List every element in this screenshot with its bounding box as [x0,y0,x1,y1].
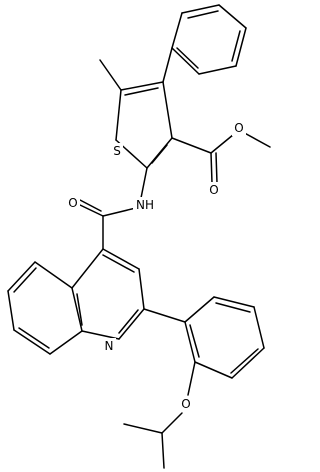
bond [102,254,135,273]
bond [118,308,145,340]
bond [231,347,265,379]
bond [161,412,183,434]
bond [79,199,102,212]
bond [253,306,265,349]
bond [198,65,237,75]
bond [76,293,83,326]
molecule-canvas: S NH O O O N O [7,4,271,469]
amide-nh-label: NH [136,198,154,212]
atom-labels: S NH O O O N O [66,120,246,412]
amide-nh-atom: NH [133,197,157,213]
bond [124,87,159,96]
bond [171,137,212,154]
bonds [7,4,271,469]
bond [115,89,122,141]
bond [231,30,241,62]
bond [215,152,218,184]
bond [215,302,251,313]
ester-methoxy-oxygen-label: O [234,121,243,135]
bond [143,308,186,323]
quinoline-nitrogen-label: N [105,339,114,353]
bond [184,321,196,363]
bond [138,268,145,310]
amide-oxygen-atom: O [66,195,80,211]
bond [7,261,36,292]
bond [99,59,122,91]
ether-oxygen-atom: O [179,396,193,412]
bond [162,47,173,83]
ester-methoxy-oxygen-atom: O [232,120,246,136]
molecule-structure: S NH O O O N O [7,4,271,469]
bond [162,81,173,139]
bond [18,327,50,349]
bond [13,267,37,293]
bond [187,10,219,19]
sulfur-atom: S [111,143,123,159]
bond [151,144,168,164]
quinoline-nitrogen-atom: N [102,338,116,354]
bond [210,152,213,184]
bond [181,4,220,14]
amide-oxygen-label: O [68,196,77,210]
bond [184,296,215,323]
bond [34,261,73,289]
bond [49,330,83,355]
bond [230,348,259,374]
bond [79,204,104,217]
bond [171,12,183,49]
bond [171,47,200,75]
bond [213,296,255,308]
ester-carbonyl-oxygen-atom: O [207,182,221,198]
bond [71,287,83,332]
bond [194,361,233,379]
bond [118,309,139,334]
bond [81,330,120,340]
ether-oxygen-label: O [181,397,190,411]
ester-carbonyl-oxygen-label: O [209,183,218,197]
bond [189,324,200,358]
bond [235,27,247,67]
bond [13,329,51,355]
bond [176,47,199,69]
bond [218,4,247,29]
bond [123,423,163,434]
bond [120,81,164,91]
sulfur-label: S [113,144,121,158]
bond [187,361,196,396]
bond [71,248,104,289]
bond [161,432,165,469]
bond [7,290,15,331]
bond [102,248,140,270]
